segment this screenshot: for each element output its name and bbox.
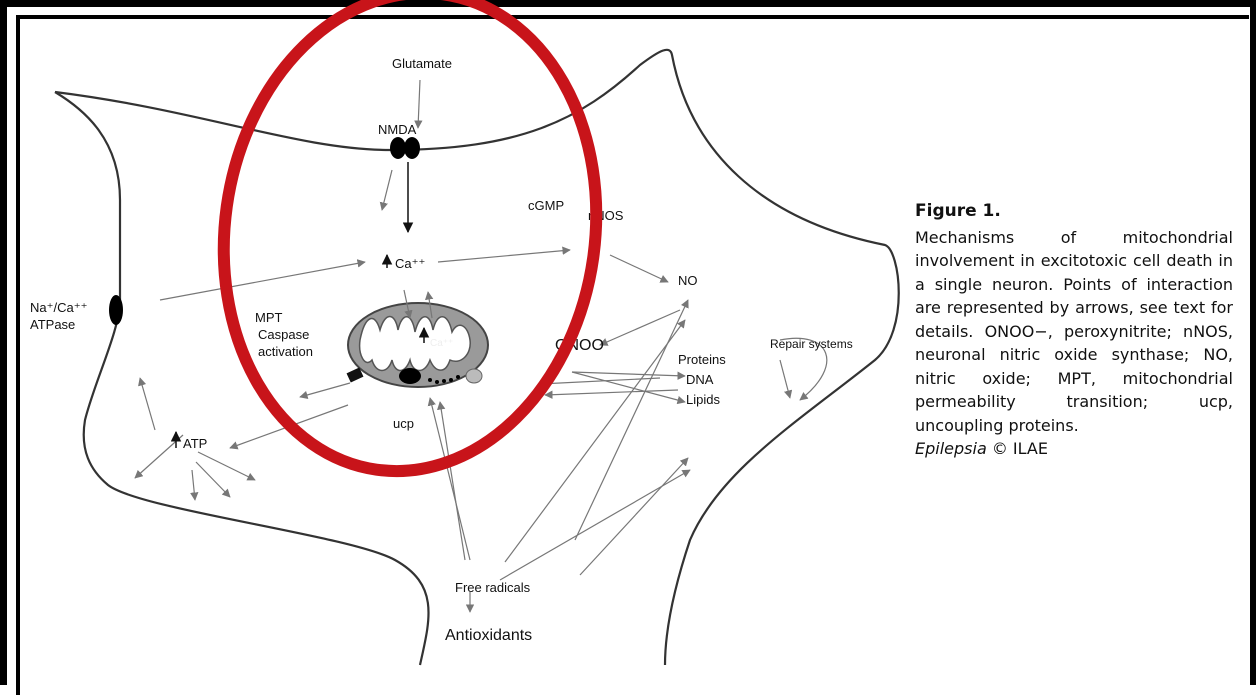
label-atpase: ATPase (30, 317, 75, 332)
label-dna: DNA (686, 372, 714, 387)
label-atp: ATP (183, 436, 207, 451)
copyright-notice: © ILAE (992, 439, 1048, 458)
journal-name: Epilepsia (915, 439, 987, 458)
label-mpt: MPT (255, 310, 283, 325)
mitochondrion (347, 303, 488, 387)
label-ca: Ca⁺⁺ (395, 256, 425, 271)
label-antioxidants: Antioxidants (445, 627, 532, 644)
label-ca-mito: Ca⁺⁺ (430, 338, 453, 349)
label-repair-systems: Repair systems (770, 337, 853, 351)
nmda-receptor (390, 137, 420, 159)
label-lipids: Lipids (686, 392, 720, 407)
label-ucp: ucp (393, 416, 414, 431)
figure-title: Figure 1. (915, 200, 1233, 224)
label-proteins: Proteins (678, 352, 726, 367)
label-no: NO (678, 273, 698, 288)
label-na-ca: Na⁺/Ca⁺⁺ (30, 300, 87, 315)
caption-body: Mechanisms of mitochondrial involvement … (915, 226, 1233, 438)
label-activation: activation (258, 344, 313, 359)
caption-source: Epilepsia © ILAE (915, 437, 1233, 461)
label-free-radicals: Free radicals (455, 580, 531, 595)
label-cgmp: cGMP (528, 198, 564, 213)
label-nmda: NMDA (378, 122, 417, 137)
label-caspase: Caspase (258, 327, 309, 342)
label-glutamate: Glutamate (392, 56, 452, 71)
calcium-influx-arrows (176, 162, 424, 448)
neuron-membrane-left (55, 92, 429, 665)
figure-caption: Figure 1. Mechanisms of mitochondrial in… (915, 200, 1233, 461)
na-ca-atpase-pump (109, 295, 123, 325)
